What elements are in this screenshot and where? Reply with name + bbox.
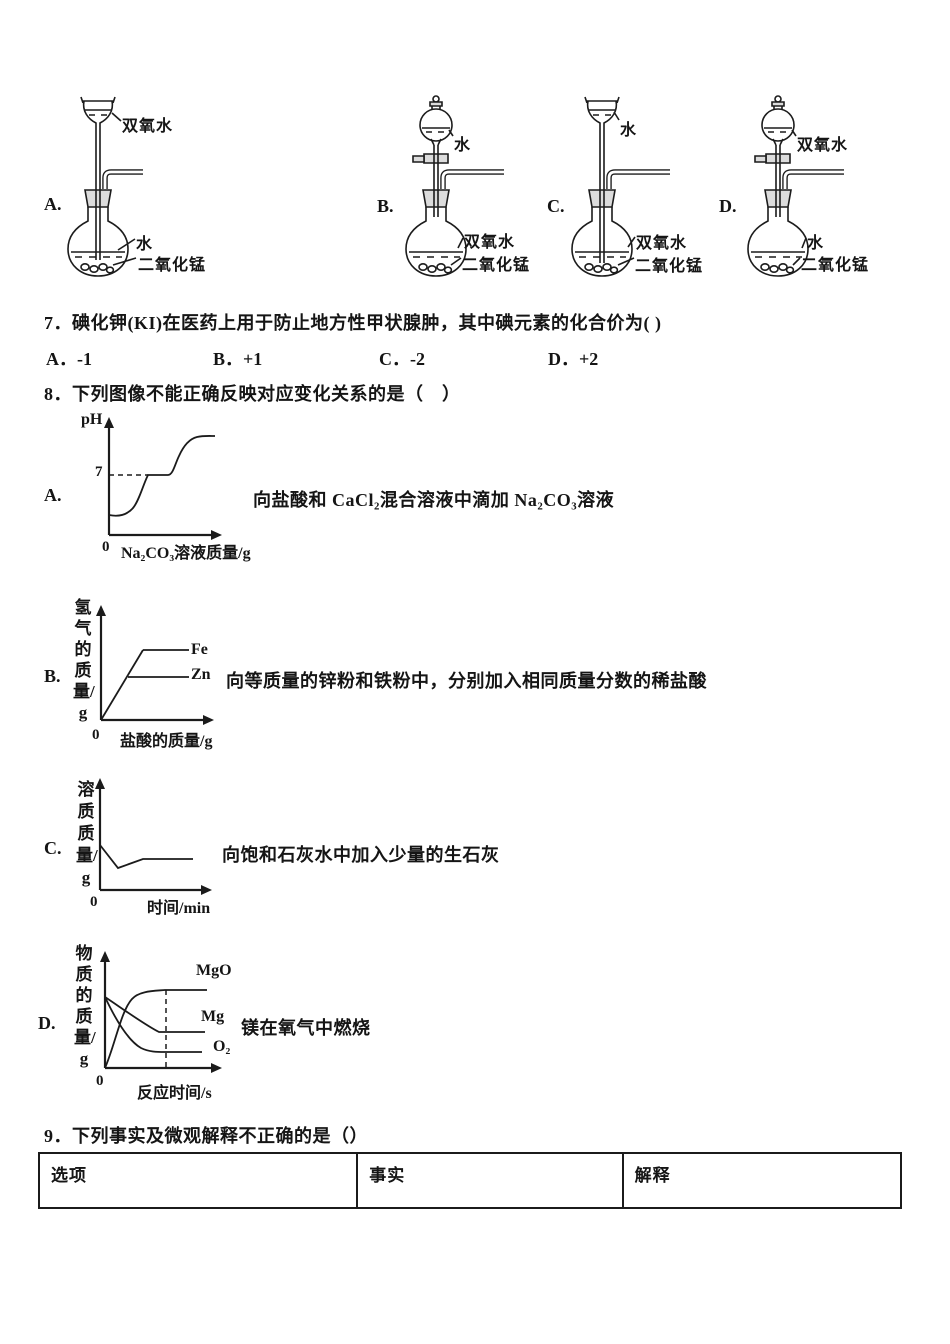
q7-option-b: B．+1 (213, 349, 263, 369)
flask (67, 207, 129, 277)
x-axis-label: 时间/min (147, 900, 211, 917)
y-axis-label: 氢气的质量/g (73, 598, 95, 722)
funnel-stem (599, 128, 605, 263)
leader-lines (111, 112, 137, 266)
flask-liquid-label: 双氧水 (464, 234, 516, 251)
dropping-funnel (412, 95, 453, 164)
graph-description: 镁在氧气中燃烧 (241, 1018, 371, 1038)
graph-description: 向等质量的锌粉和铁粉中，分别加入相同质量分数的稀盐酸 (226, 671, 707, 691)
q9-header-explanation: 解释 (621, 1152, 903, 1209)
apparatus-option-c: C. (542, 95, 742, 290)
delivery-tube (102, 169, 144, 189)
q9-header-fact: 事实 (356, 1152, 624, 1209)
flask (571, 207, 633, 277)
funnel-stem (775, 145, 781, 217)
x-axis-label: 盐酸的质量/g (120, 733, 213, 750)
rubber-stopper (84, 189, 112, 208)
leader-lines (448, 129, 464, 266)
funnel-content-label: 双氧水 (122, 118, 174, 135)
flask-solid-label: 二氧化锰 (138, 257, 207, 274)
flask-liquid-label: 双氧水 (636, 235, 688, 252)
delivery-tube (440, 169, 505, 189)
question-9-text: 9．下列事实及微观解释不正确的是（） (44, 1126, 368, 1146)
origin-label: 0 (90, 894, 98, 910)
flask-solid-label: 二氧化锰 (462, 257, 531, 274)
thistle-funnel-flask-diagram (571, 96, 671, 277)
graph-letter: D. (38, 1013, 56, 1033)
flask-solid-label: 二氧化锰 (801, 257, 870, 274)
q9-header-option: 选项 (37, 1152, 359, 1209)
series-label-zn: Zn (191, 666, 211, 683)
series-label-mg: Mg (201, 1008, 225, 1025)
dropping-funnel-flask-diagram (747, 95, 845, 277)
dropping-funnel-flask-diagram (405, 95, 505, 277)
solute-mass-chart (95, 778, 212, 895)
origin-label: 0 (92, 727, 100, 743)
delivery-tube (782, 169, 845, 189)
series-label-o2: O₂ (213, 1038, 231, 1055)
y-axis-label: 溶质质量/g (76, 780, 98, 887)
x-axis-label: Na₂CO₃溶液质量/g (121, 545, 251, 562)
funnel-stem (433, 145, 439, 217)
apparatus-option-a: A. (38, 95, 238, 290)
graph-description: 向盐酸和 CaCl₂混合溶液中滴加 Na₂CO₃溶液 (253, 490, 615, 510)
q7-option-a: A．-1 (46, 349, 92, 369)
thistle-funnel-flask-diagram (67, 96, 144, 277)
x-axis-label: 反应时间/s (137, 1085, 212, 1102)
apparatus-option-b: B. (376, 95, 576, 290)
q7-option-d: D．+2 (548, 349, 599, 369)
funnel-stem (95, 128, 101, 260)
rubber-stopper (422, 189, 450, 208)
apparatus-option-d: D. (718, 95, 918, 290)
question-8-text: 8．下列图像不能正确反映对应变化关系的是（ ） (44, 384, 461, 404)
y-axis-tick: 7 (95, 464, 103, 480)
graph-description: 向饱和石灰水中加入少量的生石灰 (222, 845, 500, 865)
rubber-stopper (764, 189, 792, 208)
flask-liquid-label: 水 (807, 235, 825, 252)
thistle-funnel (80, 96, 116, 128)
origin-label: 0 (96, 1073, 104, 1089)
hydrogen-mass-chart (96, 605, 214, 725)
funnel-content-label: 双氧水 (797, 137, 849, 154)
apparatus-letter: C. (547, 196, 565, 216)
y-axis-label: pH (81, 411, 103, 428)
delivery-tube (606, 169, 671, 189)
q9-table: 选项 事实 解释 (37, 1152, 903, 1209)
apparatus-letter: A. (44, 194, 62, 214)
y-axis-label: 物质的质量/g (74, 944, 96, 1068)
graph-letter: C. (44, 838, 62, 858)
flask-solid-label: 二氧化锰 (635, 258, 704, 275)
apparatus-letter: B. (377, 196, 394, 216)
flask (405, 207, 467, 277)
funnel-content-label: 水 (454, 137, 472, 154)
q7-option-c: C．-2 (379, 349, 425, 369)
graph-letter: B. (44, 666, 61, 686)
graph-letter: A. (44, 485, 62, 505)
ph-curve-chart (104, 417, 222, 540)
mg-combustion-chart (100, 951, 222, 1073)
leader-lines (791, 129, 807, 266)
origin-label: 0 (102, 539, 110, 555)
leader-lines (613, 111, 636, 266)
series-label-mgo: MgO (196, 962, 232, 979)
series-label-fe: Fe (191, 641, 208, 658)
dropping-funnel (754, 95, 795, 164)
apparatus-letter: D. (719, 196, 737, 216)
question-7-text: 7．碘化钾(KI)在医药上用于防止地方性甲状腺肿，其中碘元素的化合价为( ) (44, 313, 662, 333)
rubber-stopper (588, 189, 616, 208)
funnel-content-label: 水 (620, 122, 638, 139)
flask (747, 207, 809, 277)
thistle-funnel (584, 96, 620, 128)
flask-liquid-label: 水 (136, 236, 154, 253)
q9-table-header-row: 选项 事实 解释 (37, 1152, 903, 1209)
